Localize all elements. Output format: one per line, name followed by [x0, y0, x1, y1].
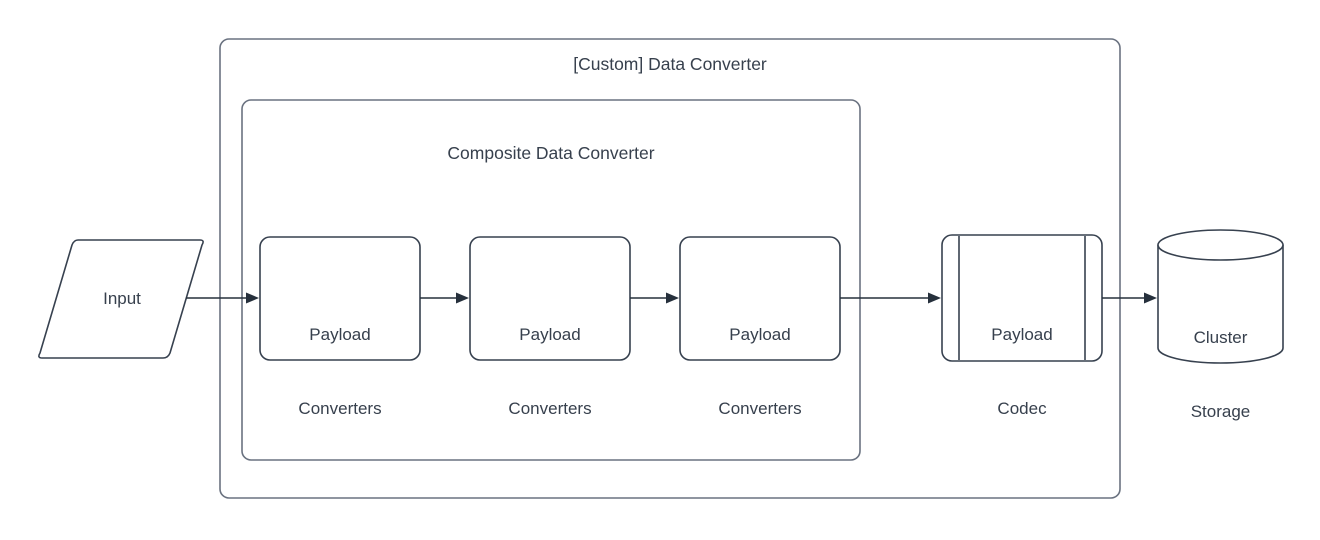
node-input[interactable]	[38, 239, 204, 359]
connector-converter-3-to-codec[interactable]	[840, 292, 941, 304]
connector-converter-1-to-converter-2[interactable]	[420, 292, 469, 304]
node-payload-converters-1[interactable]	[259, 236, 421, 361]
connector-input-to-converter-1[interactable]	[186, 292, 259, 304]
node-cluster-storage[interactable]	[1157, 229, 1284, 364]
node-payload-converters-2[interactable]	[469, 236, 631, 361]
node-payload-converters-3[interactable]	[679, 236, 841, 361]
connector-codec-to-storage[interactable]	[1102, 292, 1157, 304]
node-payload-codec[interactable]	[941, 234, 1103, 362]
connector-converter-2-to-converter-3[interactable]	[630, 292, 679, 304]
